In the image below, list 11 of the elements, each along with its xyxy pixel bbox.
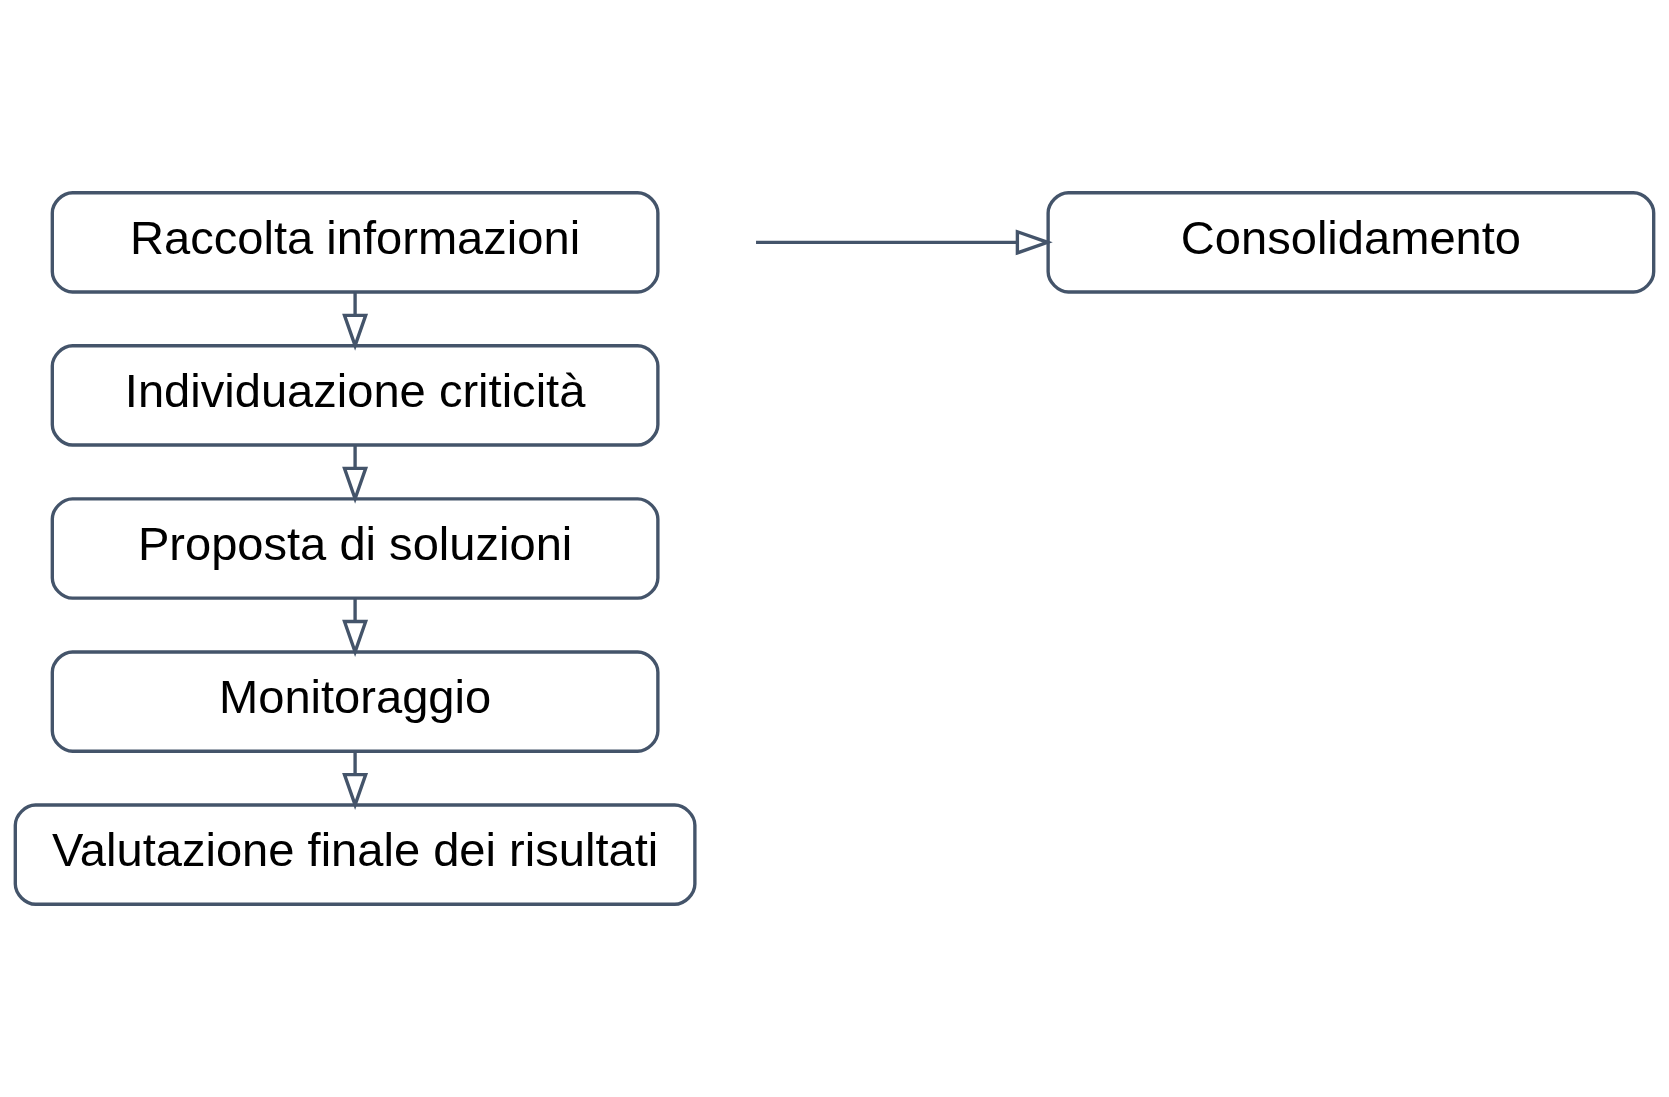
arrow: [756, 229, 1053, 256]
arrow: [342, 598, 369, 657]
node-box: Raccolta informazioni: [50, 191, 660, 294]
node-box: Valutazione finale dei risultati: [13, 803, 697, 906]
node-box: Monitoraggio: [50, 650, 660, 753]
arrow: [342, 751, 369, 810]
arrow: [342, 445, 369, 504]
node-box: Individuazione criticità: [50, 344, 660, 447]
arrow: [342, 292, 369, 351]
node-box: Proposta di soluzioni: [50, 497, 660, 600]
node-box: Consolidamento: [1046, 191, 1656, 294]
